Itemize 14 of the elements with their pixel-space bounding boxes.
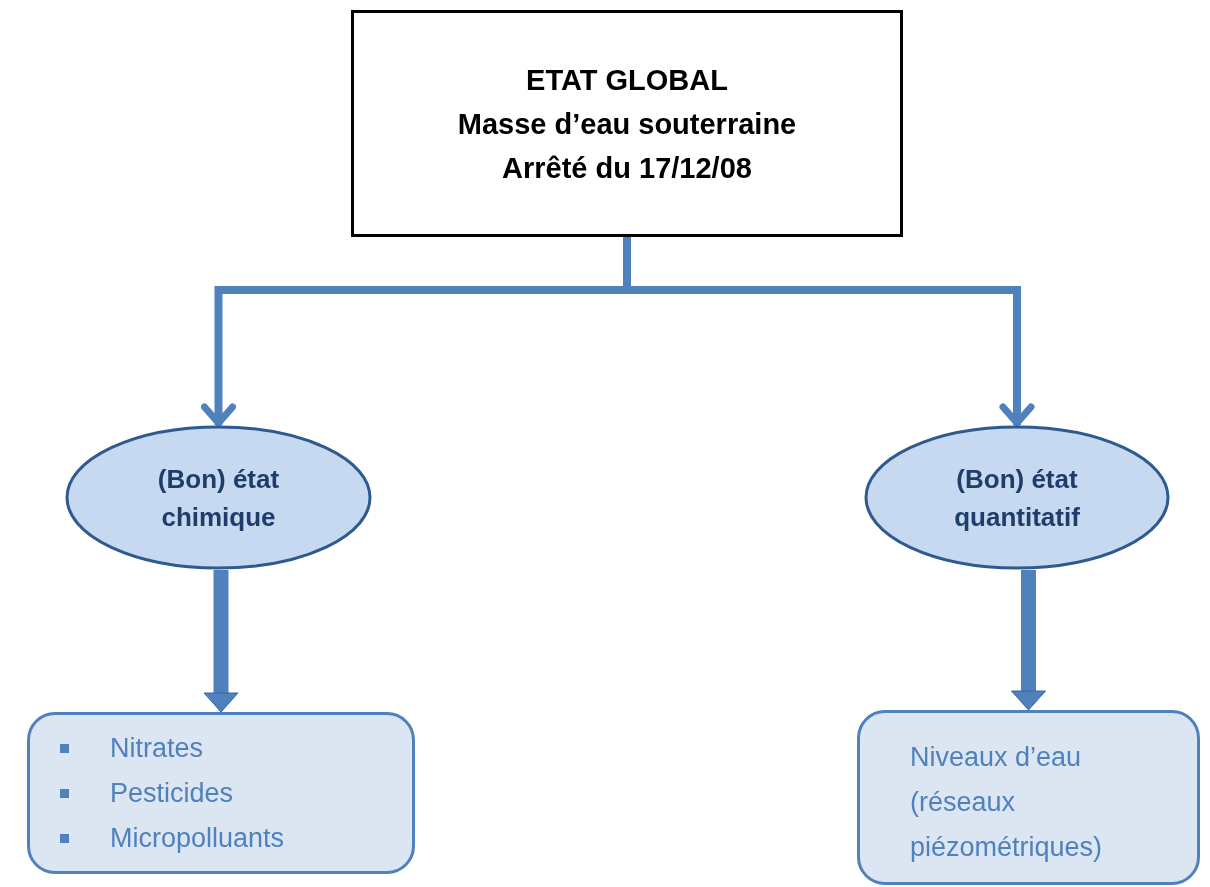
- arrow: [1011, 570, 1046, 711]
- node-text: (Bon) état quantitatif: [953, 462, 1081, 534]
- criteria-box: [857, 710, 1200, 885]
- arrow: [203, 570, 239, 713]
- heading-box: [351, 10, 903, 237]
- node-text: ETAT GLOBAL: [526, 62, 728, 98]
- node-text: Masse d’eau souterraine: [457, 106, 797, 142]
- node-text: Arrêté du 17/12/08: [502, 150, 752, 186]
- list-item: Micropolluants: [110, 822, 285, 854]
- criteria-box: [27, 712, 415, 874]
- node-text: (Bon) état chimique: [156, 462, 281, 534]
- list-item: Nitrates: [110, 732, 204, 764]
- list-item: Pesticides: [110, 777, 234, 809]
- node-text: Niveaux d’eau (réseaux piézométriques): [910, 741, 1104, 864]
